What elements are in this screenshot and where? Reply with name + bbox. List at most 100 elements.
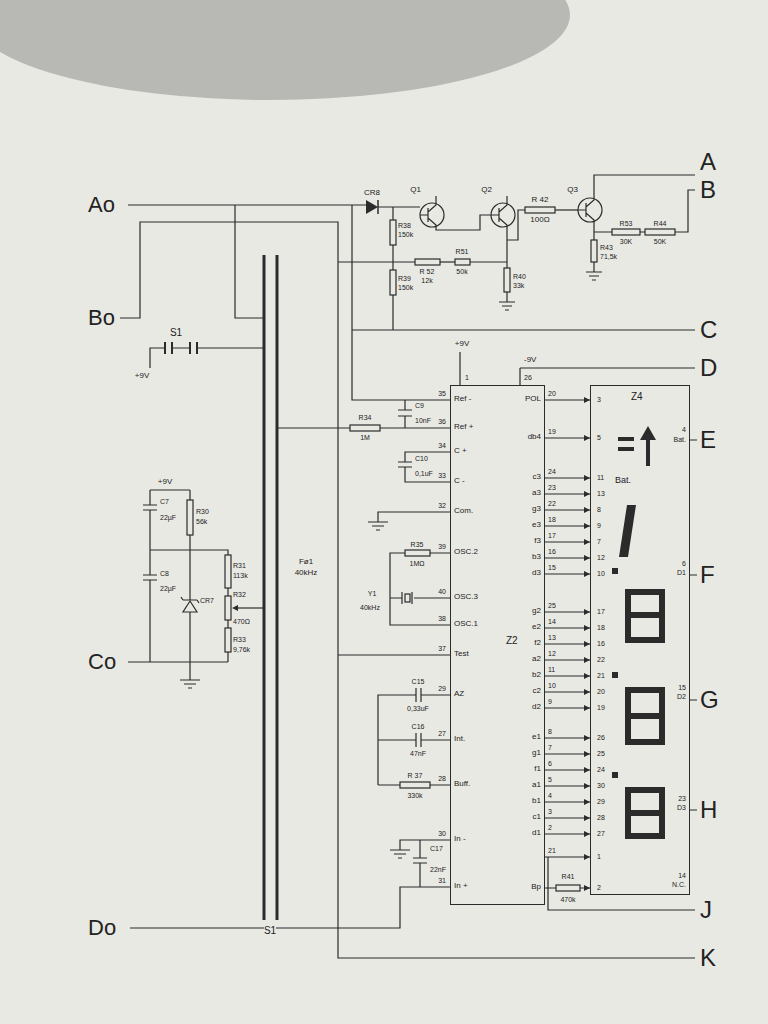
component-label: C9 xyxy=(415,402,424,409)
component-label: 17 xyxy=(597,608,605,615)
component-label: R40 xyxy=(513,273,526,280)
wire-group xyxy=(120,175,697,958)
component-label: 50K xyxy=(654,238,666,245)
component-label: C + xyxy=(454,447,467,455)
component-label: b2 xyxy=(532,671,541,679)
pin-wire xyxy=(545,783,590,789)
component-label: C - xyxy=(454,477,465,485)
component-label: c2 xyxy=(533,687,541,695)
component-label: d1 xyxy=(532,829,541,837)
pin-wire xyxy=(545,491,590,497)
component-label: 34 xyxy=(438,442,446,449)
component-label: a2 xyxy=(532,655,541,663)
component-label: R30 xyxy=(196,508,209,515)
terminal-letter: D xyxy=(700,356,717,380)
component-label: CR7 xyxy=(200,597,214,604)
pin-wire xyxy=(545,885,590,891)
component-label: 40 xyxy=(438,588,446,595)
component-label: R34 xyxy=(359,414,372,421)
component-label: 16 xyxy=(597,640,605,647)
component-label: R32 xyxy=(233,591,246,598)
component-label: Q2 xyxy=(481,186,492,194)
pin-wire xyxy=(545,673,590,679)
terminal-letter: F xyxy=(700,563,715,587)
component-label: 28 xyxy=(597,814,605,821)
component-label: 470Ω xyxy=(233,618,250,625)
component-label: Q1 xyxy=(410,186,421,194)
component-label: g3 xyxy=(532,505,541,513)
terminal-letter: C xyxy=(700,318,717,342)
component-label: 17 xyxy=(548,532,556,539)
component-label: 33k xyxy=(513,282,524,289)
component-label: 7 xyxy=(597,538,601,545)
component-label: CR8 xyxy=(364,189,380,197)
component-label: 11 xyxy=(548,666,555,673)
component-label: 22µF xyxy=(160,514,176,521)
component-label: 1M xyxy=(360,434,370,441)
terminal-letter: G xyxy=(700,688,719,712)
component-label: 4 xyxy=(548,792,552,799)
component-label: 1 xyxy=(597,853,601,860)
component-label: a1 xyxy=(532,781,541,789)
pin-wire xyxy=(545,831,590,837)
component-label: 35 xyxy=(438,390,446,397)
component-label: 15 xyxy=(548,564,556,571)
component-label: 5 xyxy=(548,776,552,783)
component-label: 30 xyxy=(438,830,446,837)
pin-wire xyxy=(545,815,590,821)
component-label: 1MΩ xyxy=(410,560,425,567)
component-label: 23 xyxy=(548,484,556,491)
pin-wire xyxy=(545,657,590,663)
component-label: 23 xyxy=(678,795,686,802)
component-label: -9V xyxy=(524,356,536,364)
component-label: 39 xyxy=(438,543,446,550)
pin-wire xyxy=(545,571,590,577)
component-label: R44 xyxy=(654,220,667,227)
component-label: In + xyxy=(454,882,468,890)
component-label: 9,76k xyxy=(233,646,250,653)
component-label: OSC.2 xyxy=(454,548,478,556)
component-label: +9V xyxy=(158,478,172,486)
component-label: db4 xyxy=(528,433,541,441)
component-label: 113k xyxy=(233,572,248,579)
component-label: 330k xyxy=(407,792,422,799)
component-label: 8 xyxy=(597,506,601,513)
component-label: 12k xyxy=(421,277,432,284)
component-label: 25 xyxy=(548,602,556,609)
component-label: 31 xyxy=(438,877,446,884)
pin-wire xyxy=(545,523,590,529)
component-label: 56k xyxy=(196,518,207,525)
component-label: 100Ω xyxy=(530,216,549,224)
component-label: 29 xyxy=(438,685,446,692)
component-label: f3 xyxy=(534,537,541,545)
component-label: 13 xyxy=(548,634,556,641)
component-label: 22nF xyxy=(430,866,446,873)
component-label: 12 xyxy=(597,554,605,561)
terminal-letter: K xyxy=(700,946,716,970)
pin-wire xyxy=(545,689,590,695)
chip-label: Z4 xyxy=(631,392,643,402)
component-label: 50k xyxy=(456,268,467,275)
component-label: 1 xyxy=(465,374,469,381)
display-digits xyxy=(628,592,662,836)
component-label: 18 xyxy=(548,516,556,523)
shadow xyxy=(0,0,570,100)
component-label: D3 xyxy=(677,804,686,811)
component-label: +9V xyxy=(455,340,469,348)
component-label: Q3 xyxy=(567,186,578,194)
component-label: 13 xyxy=(597,490,605,497)
component-label: +9V xyxy=(135,372,149,380)
pin-wire xyxy=(545,609,590,615)
display-segments xyxy=(612,426,656,778)
component-label: N.C. xyxy=(672,881,686,888)
component-label: g2 xyxy=(532,607,541,615)
component-label: 26 xyxy=(524,374,532,381)
component-label: 11 xyxy=(597,474,604,481)
component-label: 9 xyxy=(548,698,552,705)
component-label: 3 xyxy=(597,396,601,403)
component-label: Ref - xyxy=(454,395,471,403)
component-label: 19 xyxy=(548,428,556,435)
component-label: R51 xyxy=(456,248,469,255)
component-label: R41 xyxy=(562,873,575,880)
component-label: C15 xyxy=(412,678,425,685)
